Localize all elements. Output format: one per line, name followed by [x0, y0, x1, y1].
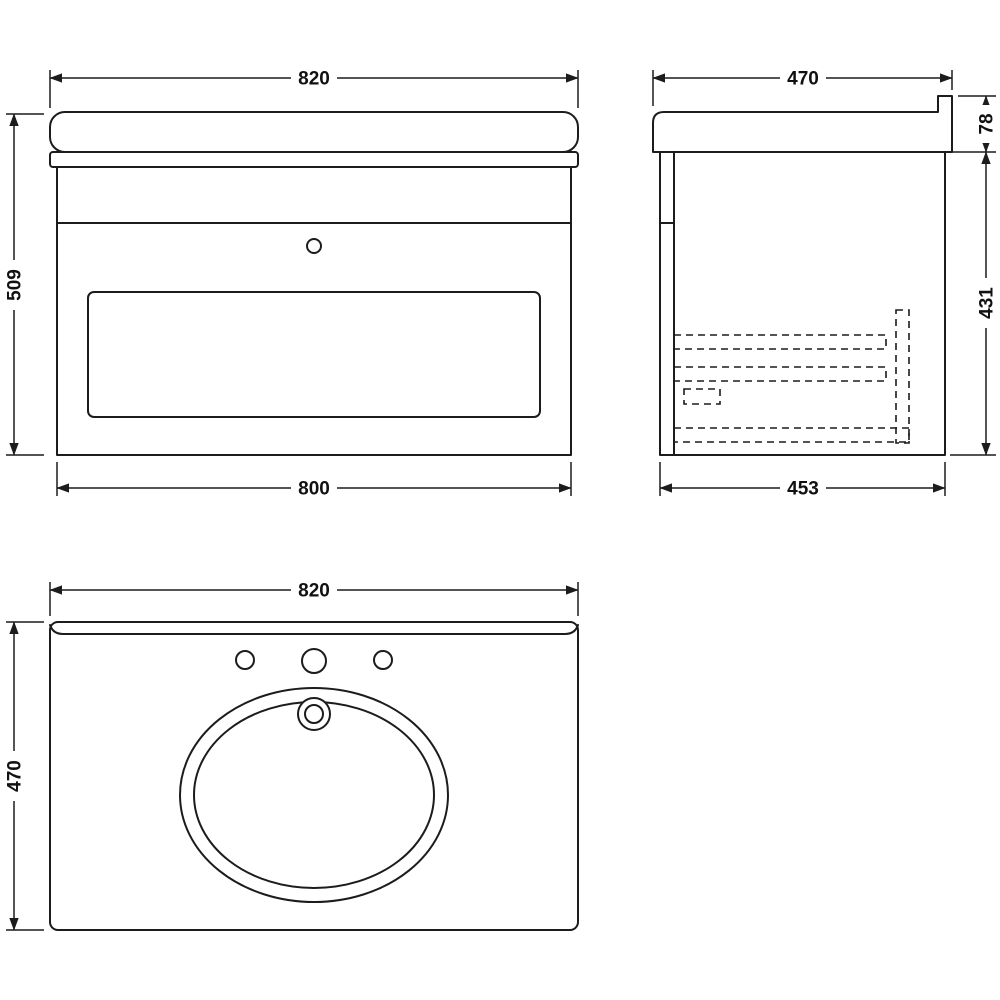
- dimension-label: 820: [298, 581, 330, 602]
- dimension-label: 470: [5, 760, 26, 792]
- side-cabinet-outline: [659, 151, 946, 456]
- dimension-gap: [291, 67, 337, 89]
- front-drawer-knob: [306, 238, 322, 254]
- dim-front-width-top: 820: [49, 67, 579, 108]
- dim-plan-width-top: 820: [49, 579, 579, 616]
- dimension-gap: [3, 260, 25, 310]
- side-worktop-profile: [652, 95, 953, 153]
- plan-tap-hole-left: [235, 650, 255, 670]
- front-view: 820 509 800: [3, 67, 579, 500]
- dimension-label: 453: [787, 479, 819, 500]
- plan-view: 820 470: [3, 579, 579, 931]
- dim-front-height-left: 509: [3, 113, 44, 456]
- front-worktop-edge: [49, 151, 579, 168]
- dimension-gap: [975, 105, 997, 143]
- plan-overflow-inner: [304, 704, 324, 724]
- plan-tap-hole-center: [301, 648, 327, 674]
- dim-side-depth-bottom: 453: [659, 462, 946, 500]
- dimension-gap: [3, 751, 25, 801]
- side-hidden-back-rail: [895, 309, 910, 444]
- dim-side-cabinet-height: 431: [950, 151, 998, 456]
- dim-side-worktop-height: 78: [950, 95, 998, 153]
- side-hidden-runner-lower: [673, 366, 887, 382]
- side-hidden-runner-upper: [673, 334, 887, 350]
- dimension-gap: [975, 278, 997, 328]
- side-view: 470 78 431 453: [652, 67, 998, 500]
- dim-plan-depth-left: 470: [3, 621, 44, 931]
- plan-tap-hole-right: [373, 650, 393, 670]
- dim-front-width-bottom: 800: [56, 462, 572, 500]
- front-drawer-panel: [87, 291, 541, 418]
- dimension-label: 800: [298, 479, 330, 500]
- dimension-gap: [780, 477, 826, 499]
- dimension-gap: [780, 67, 826, 89]
- dimension-label: 509: [5, 269, 26, 301]
- dim-side-depth-top: 470: [652, 67, 953, 106]
- dimension-label: 820: [298, 69, 330, 90]
- plan-worktop-lip-line: [49, 624, 579, 635]
- dimension-label: 470: [787, 69, 819, 90]
- dimension-label: 431: [977, 287, 998, 319]
- front-basin-outline: [49, 111, 579, 153]
- dimension-gap: [291, 477, 337, 499]
- side-hidden-bottom: [673, 427, 910, 443]
- dimension-label: 78: [977, 113, 998, 134]
- dimension-gap: [291, 579, 337, 601]
- side-hidden-bracket: [683, 388, 721, 405]
